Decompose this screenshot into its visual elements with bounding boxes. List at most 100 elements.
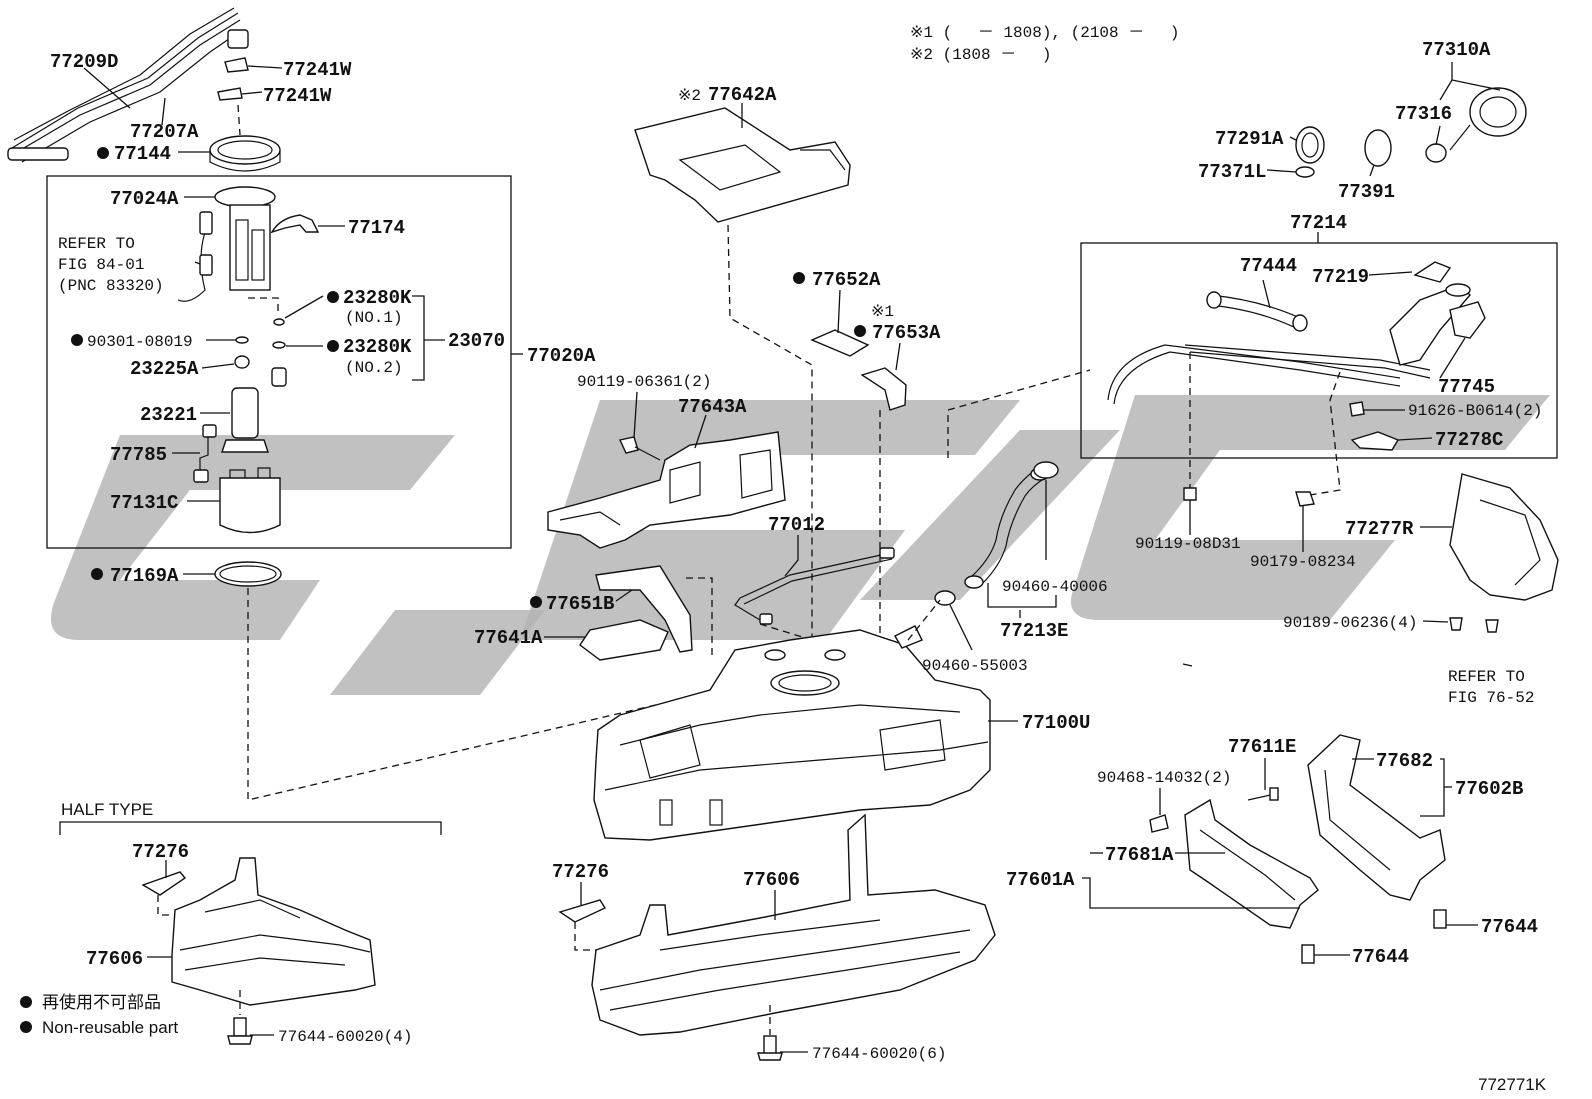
label-90119-08D31: 90119-08D31 — [1135, 535, 1241, 553]
legend-english: Non-reusable part — [42, 1018, 178, 1037]
seal-77291A — [1295, 126, 1325, 164]
label-77169A: 77169A — [110, 565, 179, 587]
refer-a-line2: FIG 84-01 — [58, 256, 144, 274]
label-77207A: 77207A — [130, 121, 199, 143]
non-reusable-dots — [20, 147, 866, 1033]
label-77651B: 77651B — [546, 593, 614, 615]
label-77209D: 77209D — [50, 51, 118, 73]
label-77644-b: 77644 — [1352, 946, 1409, 968]
label-90301-08019: 90301-08019 — [87, 333, 193, 351]
fuel-line-77209D — [7, 7, 249, 163]
label-77644-60020-4: 77644-60020(4) — [278, 1028, 412, 1046]
label-23280K-2: 23280K — [343, 336, 412, 358]
label-77012: 77012 — [768, 514, 825, 536]
label-23280K-1: 23280K — [343, 287, 412, 309]
cap-77310A — [1449, 87, 1527, 151]
label-77391: 77391 — [1338, 181, 1395, 203]
filter-case-77131C — [219, 467, 281, 534]
label-77131C: 77131C — [110, 492, 178, 514]
label-90189-06236: 90189-06236(4) — [1283, 614, 1417, 632]
label-77642A: 77642A — [708, 84, 777, 106]
bolt-77644-a — [1301, 944, 1315, 964]
label-77278C: 77278C — [1435, 429, 1503, 451]
half-type-title: HALF TYPE — [61, 800, 153, 819]
bolt-90119-08D31 — [1183, 487, 1197, 501]
hose-77444 — [1206, 291, 1308, 332]
refer-b-line2: FIG 76-52 — [1448, 689, 1534, 707]
label-77644-a: 77644 — [1481, 916, 1538, 938]
label-77643A: 77643A — [678, 396, 747, 418]
pad-77641A — [579, 619, 669, 661]
label-91626-B0614: 91626-B0614(2) — [1408, 402, 1542, 420]
label-no1: (NO.1) — [345, 309, 403, 327]
protector-77606-b — [591, 813, 996, 1036]
label-23225A: 23225A — [130, 358, 199, 380]
nut-90179-08234 — [1295, 491, 1315, 507]
leader-lines — [83, 62, 1501, 1053]
label-77601A: 77601A — [1006, 869, 1075, 891]
clamp-77278C — [1350, 431, 1400, 451]
label-77606-a: 77606 — [86, 948, 143, 970]
label-no2: (NO.2) — [345, 359, 403, 377]
ring-77391 — [1364, 129, 1392, 167]
clip-90468 — [1149, 814, 1169, 833]
label-77276-b: 77276 — [552, 861, 609, 883]
protector-77745 — [1449, 301, 1486, 339]
ring-77316 — [1425, 143, 1447, 163]
band-77681A — [1184, 798, 1319, 929]
bolt-90119-06361 — [618, 436, 661, 461]
legend-japanese: 再使用不可部品 — [42, 992, 161, 1012]
label-77020A: 77020A — [527, 345, 596, 367]
label-77219: 77219 — [1312, 266, 1369, 288]
clip-77241W-b — [217, 87, 243, 101]
label-77174: 77174 — [348, 217, 405, 239]
note-1: ※1 ( － 1808), (2108 － ) — [910, 24, 1179, 42]
pump-flange-77024A — [177, 186, 276, 302]
label-77641A: 77641A — [474, 627, 543, 649]
wire-77785 — [193, 424, 217, 483]
mark-1: ※1 — [871, 303, 894, 321]
label-23070: 23070 — [448, 330, 505, 352]
label-23221: 23221 — [140, 404, 197, 426]
bolt-77644-60020-6 — [757, 1035, 783, 1061]
label-77144: 77144 — [114, 143, 171, 165]
half-type-bracket — [59, 821, 442, 835]
box-77277R — [1449, 473, 1559, 601]
label-77681A: 77681A — [1105, 844, 1174, 866]
label-77214: 77214 — [1290, 212, 1347, 234]
washer-90301-08019 — [235, 336, 249, 344]
bolt-77611E — [1247, 787, 1279, 801]
label-77653A: 77653A — [872, 322, 941, 344]
pad-77653A — [860, 367, 907, 411]
label-77652A: 77652A — [812, 269, 881, 291]
label-90119-06361: 90119-06361(2) — [577, 373, 711, 391]
pump-assembly-frame — [46, 175, 512, 549]
refer-a-line1: REFER TO — [58, 235, 135, 253]
pipe-77012 — [734, 547, 895, 625]
protector-77606-a — [171, 857, 376, 1006]
bracket-77174 — [270, 214, 320, 234]
label-77100U: 77100U — [1022, 712, 1090, 734]
label-77611E: 77611E — [1228, 736, 1296, 758]
label-90179-08234: 90179-08234 — [1250, 553, 1356, 571]
bolt-77644-60020-4 — [227, 1017, 253, 1045]
ring-77144 — [209, 135, 281, 172]
oring-23280K-1 — [273, 318, 285, 326]
bolt-77644-b — [1433, 909, 1447, 929]
note-2: ※2 (1808 － ) — [910, 46, 1051, 64]
clip-77241W-a — [224, 57, 249, 73]
label-77785: 77785 — [110, 444, 167, 466]
pad-77652A — [810, 329, 870, 357]
label-77241W-a: 77241W — [283, 59, 352, 81]
label-90468-14032: 90468-14032(2) — [1097, 769, 1231, 787]
mark-2: ※2 — [678, 87, 701, 105]
label-77241W-b: 77241W — [263, 85, 332, 107]
regulator-part — [271, 367, 287, 387]
bracket-77276-a — [141, 871, 187, 896]
protector-77642A — [634, 107, 851, 223]
grommet-23225A — [234, 355, 250, 369]
label-77024A: 77024A — [110, 188, 179, 210]
label-77606-b: 77606 — [743, 869, 800, 891]
bolt-91626 — [1349, 401, 1365, 417]
